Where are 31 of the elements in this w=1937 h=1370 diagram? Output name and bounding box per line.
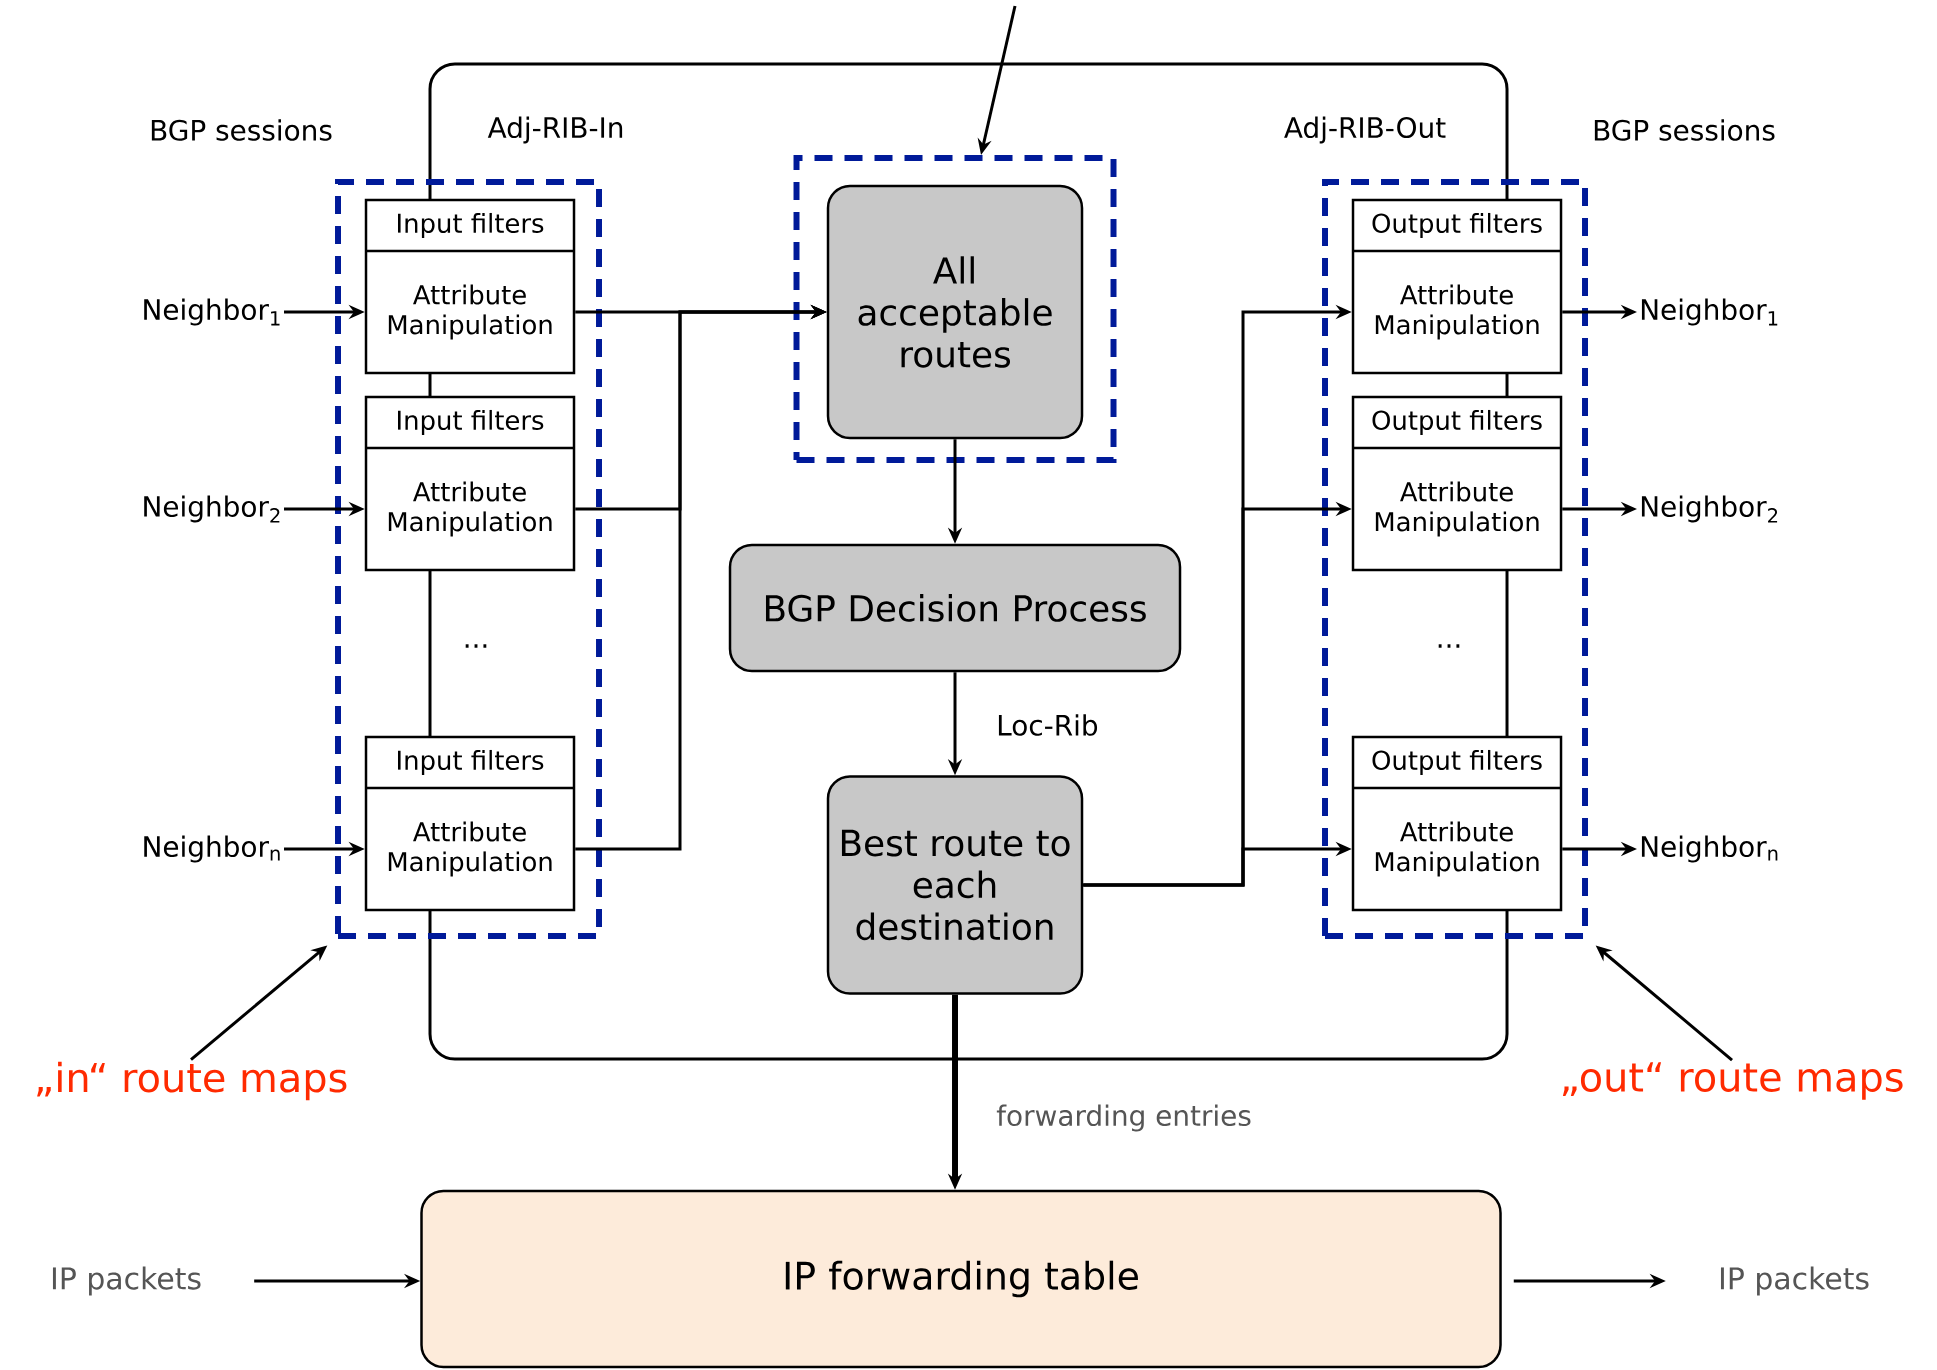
filter-box: Output filters Attribute Manipulation: [1351, 198, 1563, 375]
packet-label: IP packets: [52, 1266, 201, 1296]
route-map-label: „out“ route maps: [1562, 1062, 1903, 1100]
filter-box: Input filters Attribute Manipulation: [364, 395, 576, 572]
section-label: Adj-RIB-In: [487, 116, 623, 144]
section-label: BGP sessions: [151, 119, 332, 141]
neighbor-label: Neighbor$_{2}$: [1641, 495, 1778, 523]
filter-box: Input filters Attribute Manipulation: [364, 735, 576, 912]
dashed-group-outline: [335, 179, 602, 939]
filter-box: Input filters Attribute Manipulation: [364, 198, 576, 375]
neighbor-label: Neighbor$_{2}$: [144, 495, 280, 523]
route-map-label: „in“ route maps: [37, 1061, 347, 1101]
ellipsis: ...: [465, 644, 487, 648]
ellipsis: ...: [1438, 644, 1460, 648]
dashed-group-outline: [1322, 179, 1588, 939]
table-box: IP forwarding table: [420, 1189, 1502, 1369]
neighbor-label: Neighbor$_{n}$: [1641, 835, 1778, 863]
neighbor-label: Neighbor$_{1}$: [144, 298, 280, 326]
section-label: BGP sessions: [1594, 119, 1775, 141]
process-box: All acceptable routes: [826, 184, 1084, 440]
filter-box: Output filters Attribute Manipulation: [1351, 735, 1563, 912]
filter-box: Output filters Attribute Manipulation: [1351, 395, 1563, 572]
edge-label: Loc-Rib: [993, 711, 1102, 739]
dashed-group-outline: [793, 155, 1117, 463]
section-label: Adj-RIB-Out: [1284, 116, 1446, 144]
neighbor-label: Neighbor$_{n}$: [144, 835, 280, 863]
neighbor-label: Neighbor$_{1}$: [1641, 298, 1778, 326]
edge-label: forwarding entries: [993, 1101, 1255, 1135]
process-box: Best route to each destination: [826, 775, 1084, 995]
packet-label: IP packets: [1720, 1266, 1869, 1296]
process-box: BGP Decision Process: [728, 543, 1182, 673]
